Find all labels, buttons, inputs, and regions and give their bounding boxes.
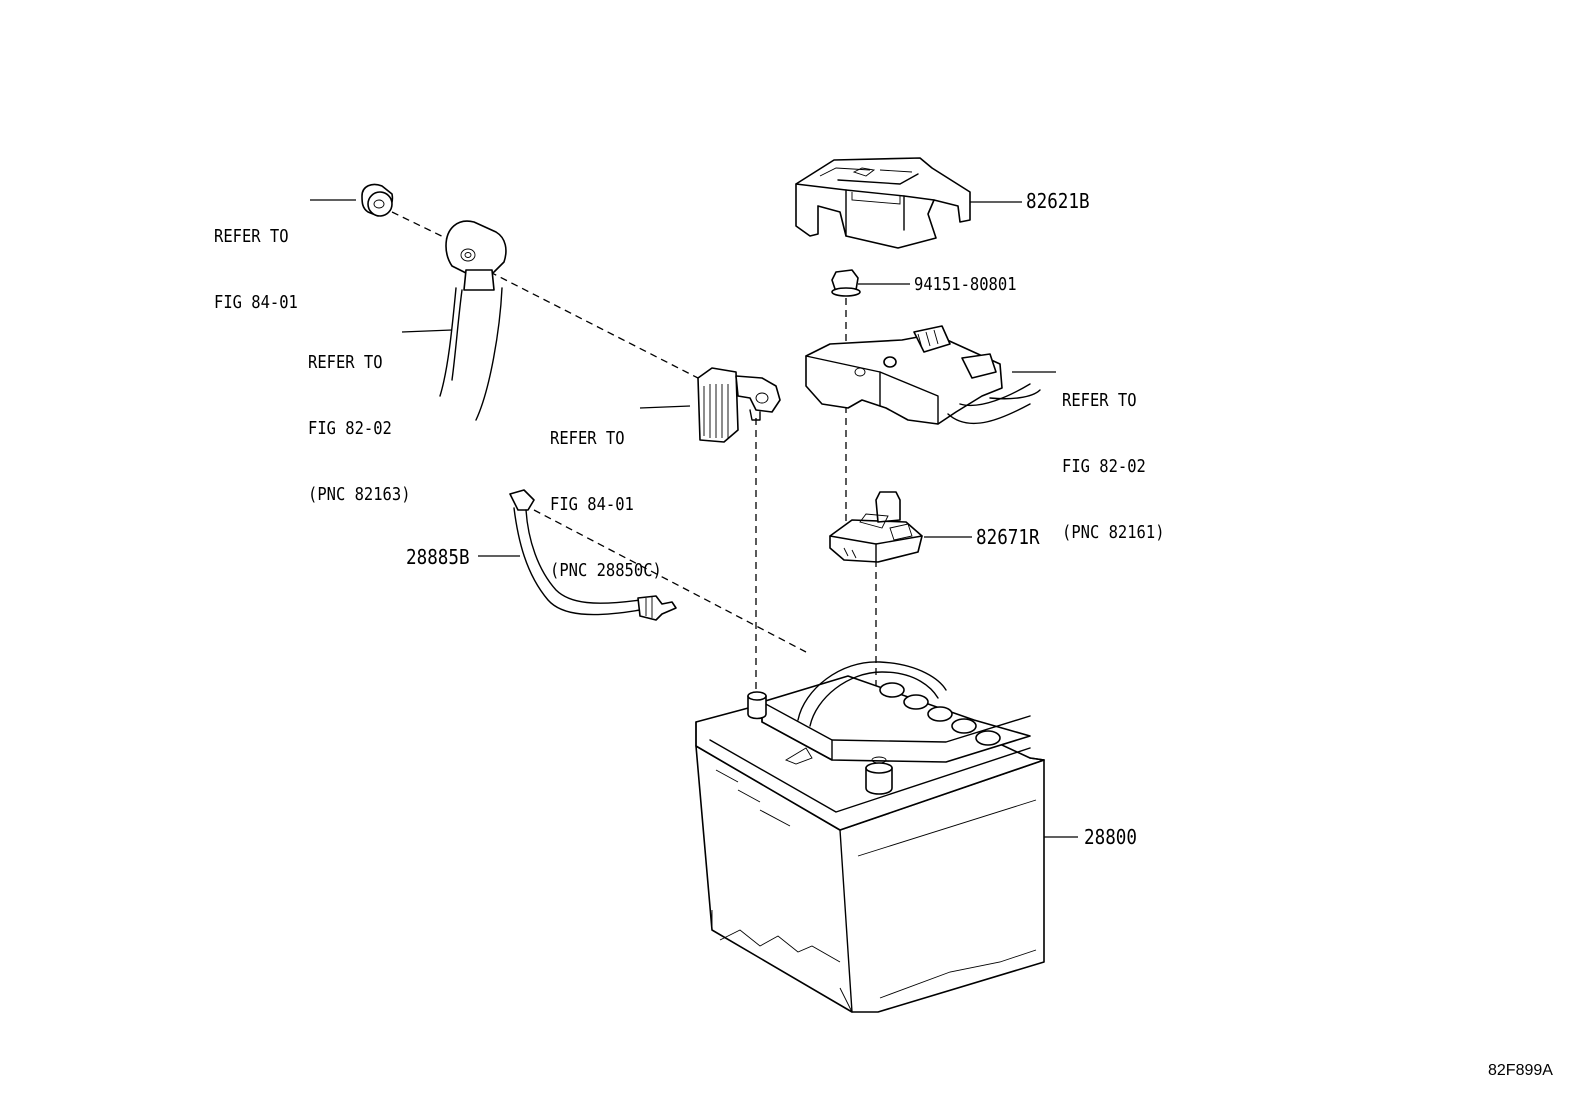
leader-lines (310, 199, 1078, 838)
part-number-battery[interactable]: 28800 (1084, 825, 1137, 849)
ref-negative-cable-line2: FIG 82-02 (308, 418, 392, 439)
ref-positive-cable-line3: (PNC 82161) (1062, 522, 1165, 543)
part-number-clamp[interactable]: 82671R (976, 525, 1040, 549)
ref-bolt-label: REFER TO FIG 84-01 (214, 182, 298, 358)
bolt-part (361, 183, 394, 217)
ref-terminal-line1: REFER TO (550, 428, 625, 449)
negative-cable-part (439, 220, 507, 421)
terminal-part (697, 367, 781, 443)
ref-negative-cable-label: REFER TO FIG 82-02 (PNC 82163) (308, 308, 411, 550)
ref-negative-cable-line3: (PNC 82163) (308, 484, 411, 505)
figure-code: 82F899A (1488, 1062, 1553, 1079)
ref-negative-cable-line1: REFER TO (308, 352, 383, 373)
ref-bolt-line1: REFER TO (214, 226, 289, 247)
ref-positive-cable-label: REFER TO FIG 82-02 (PNC 82161) (1062, 346, 1165, 588)
part-number-nut[interactable]: 94151-80801 (914, 274, 1017, 295)
battery-part (695, 661, 1045, 1013)
vent-hose-part (509, 489, 677, 621)
ref-positive-cable-line1: REFER TO (1062, 390, 1137, 411)
ref-terminal-line2: FIG 84-01 (550, 494, 634, 515)
part-number-vent-hose[interactable]: 28885B (406, 545, 470, 569)
ref-terminal-line3: (PNC 28850C) (550, 560, 662, 581)
terminal-cover-part (795, 157, 971, 249)
ref-positive-cable-line2: FIG 82-02 (1062, 456, 1146, 477)
nut-part (831, 269, 861, 297)
part-number-cover[interactable]: 82621B (1026, 189, 1090, 213)
clamp-part (829, 491, 923, 563)
positive-cable-part (805, 325, 1041, 425)
ref-bolt-line2: FIG 84-01 (214, 292, 298, 313)
ref-terminal-label: REFER TO FIG 84-01 (PNC 28850C) (550, 384, 662, 626)
